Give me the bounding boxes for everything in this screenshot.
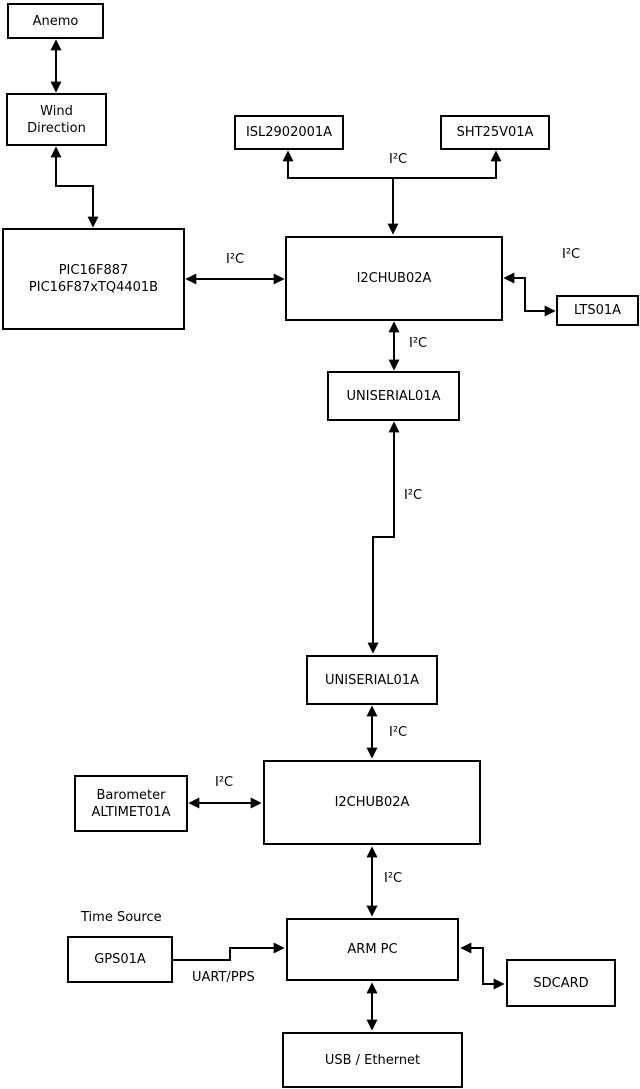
- edge-hub1-lts: [503, 272, 556, 317]
- node-lts: LTS01A: [556, 295, 639, 326]
- node-sht: SHT25V01A: [440, 115, 550, 150]
- edge-label-i2c-uni2-hub2: I²C: [389, 725, 408, 740]
- edge-label-time-source: Time Source: [81, 910, 162, 925]
- node-baro: Barometer ALTIMET01A: [74, 775, 188, 832]
- edge-label-i2c-hub2-arm: I²C: [384, 871, 403, 886]
- node-wind: Wind Direction: [6, 93, 107, 146]
- node-arm: ARM PC: [286, 918, 459, 981]
- edge-label-uart-pps: UART/PPS: [192, 970, 255, 985]
- node-usb: USB / Ethernet: [282, 1032, 463, 1088]
- edge-uni1-uni2: [367, 421, 400, 654]
- edge-arm-sdcard: [460, 942, 505, 990]
- node-pic: PIC16F887 PIC16F87xTQ4401B: [2, 228, 185, 330]
- edge-wind-pic: [50, 146, 99, 228]
- node-gps: GPS01A: [67, 936, 173, 983]
- node-hub2: I2CHUB02A: [263, 760, 481, 845]
- node-isl: ISL2902001A: [234, 115, 344, 150]
- edge-label-i2c-baro: I²C: [215, 775, 234, 790]
- node-sdcard: SDCARD: [506, 959, 616, 1007]
- edge-label-i2c-lts: I²C: [562, 247, 581, 262]
- node-uni1: UNISERIAL01A: [327, 371, 460, 421]
- edge-gps-arm: [173, 942, 285, 961]
- edge-label-i2c-pic: I²C: [226, 252, 245, 267]
- edge-label-i2c-sensors: I²C: [389, 152, 408, 167]
- edge-label-i2c-uni1-uni2: I²C: [404, 488, 423, 503]
- node-anemo: Anemo: [7, 3, 104, 39]
- node-uni2: UNISERIAL01A: [306, 655, 438, 705]
- edge-label-i2c-hub1-uni1: I²C: [409, 336, 428, 351]
- node-hub1: I2CHUB02A: [285, 236, 503, 321]
